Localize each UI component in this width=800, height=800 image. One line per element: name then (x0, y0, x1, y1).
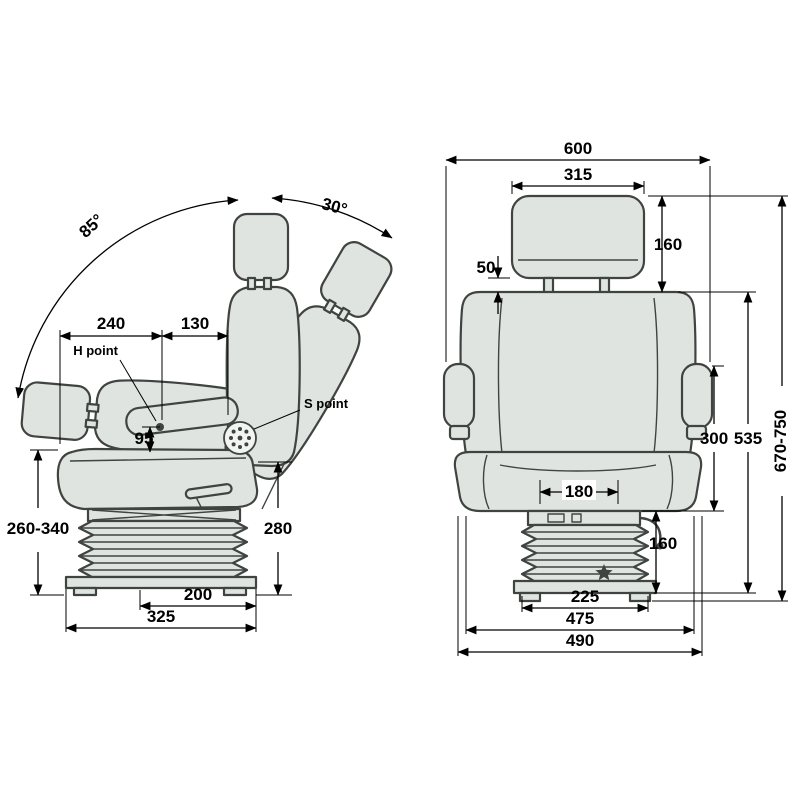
bellows-front (520, 523, 650, 583)
dim-label-475: 475 (566, 609, 594, 628)
side-view (18, 212, 408, 597)
dim-label-280: 280 (264, 519, 292, 538)
dim-label-300: 300 (700, 429, 728, 448)
dim-label-180: 180 (565, 482, 593, 501)
star-knob (595, 564, 613, 581)
h-point-leader (119, 359, 157, 422)
cushion-seam (69, 457, 247, 462)
dimensions-front (445, 155, 788, 657)
control-lever (184, 483, 233, 510)
backrest-front (459, 290, 697, 475)
dim-label-325: 325 (147, 607, 175, 626)
ext-line (445, 166, 711, 362)
dim-label-160-bellows: 160 (649, 534, 677, 553)
dim-label-535: 535 (734, 429, 762, 448)
dim-label-50: 50 (477, 258, 496, 277)
ext-line (59, 330, 229, 444)
dim-label-95: 95 (135, 429, 154, 448)
ext-line (654, 291, 756, 594)
angle-label-85: 85° (75, 210, 107, 241)
dim-label-225: 225 (571, 587, 599, 606)
angle-label-30: 30° (320, 194, 350, 219)
ext-line (465, 516, 695, 634)
dim-label-600: 600 (564, 139, 592, 158)
dim-label-200: 200 (184, 585, 212, 604)
base-side (64, 575, 258, 597)
h-point-label: H point (73, 343, 118, 358)
s-point-label: S point (304, 396, 349, 411)
base-front (512, 579, 658, 603)
suspension-front (526, 509, 642, 527)
label-background (562, 480, 596, 500)
armrest-side (125, 396, 239, 437)
s-point-leader (253, 409, 301, 430)
dim-label-130: 130 (181, 314, 209, 333)
armrest-left (442, 362, 476, 441)
dim-label-670-750: 670-750 (771, 410, 790, 472)
dim-label-260-340: 260-340 (7, 519, 69, 538)
bellows-fold-lines (79, 527, 247, 571)
bellows-fold-lines (522, 531, 648, 575)
dim-label-490: 490 (566, 631, 594, 650)
arc-30 (271, 194, 393, 239)
armrest-right (680, 362, 714, 441)
ext-line (457, 516, 703, 656)
arc-85 (15, 196, 239, 399)
dim-label-315: 315 (564, 165, 592, 184)
dim-label-240: 240 (97, 314, 125, 333)
dim-label-160-headrest: 160 (654, 235, 682, 254)
bellows-side (77, 519, 249, 579)
dimensions-side (15, 194, 393, 633)
headrest-front (510, 194, 646, 295)
suspension-frame (86, 507, 242, 523)
front-view (442, 194, 714, 603)
s-point-marker (223, 421, 257, 455)
